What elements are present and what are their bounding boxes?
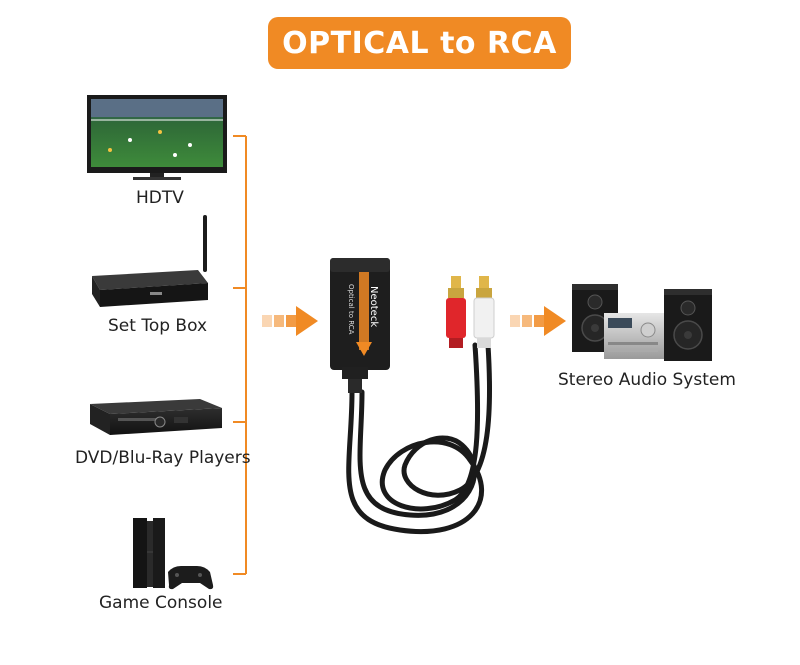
device-brand-text: Neoteck: [368, 286, 379, 327]
output-arrow: [510, 306, 566, 336]
title-banner: OPTICAL to RCA: [268, 17, 571, 69]
cables: [346, 342, 493, 534]
dvd-player-icon: [90, 399, 222, 435]
source-label-game-console: Game Console: [99, 593, 223, 613]
device-model-text: Optical to RCA: [347, 284, 355, 335]
source-bracket: [233, 135, 247, 575]
source-label-hdtv: HDTV: [136, 188, 184, 208]
output-label-stereo: Stereo Audio System: [558, 370, 736, 390]
game-console-icon: [133, 518, 214, 590]
source-label-dvd-player: DVD/Blu-Ray Players: [75, 448, 251, 468]
stereo-system-icon: [572, 284, 712, 361]
rca-white-plug-icon: [473, 276, 495, 348]
optical-to-rca-converter-icon: Optical to RCA Neoteck: [330, 258, 390, 393]
input-arrow: [262, 306, 318, 336]
set-top-box-icon: [92, 215, 208, 307]
page-title: OPTICAL to RCA: [282, 25, 557, 61]
source-label-set-top-box: Set Top Box: [108, 316, 208, 336]
rca-red-plug-icon: [446, 276, 466, 348]
hdtv-icon: [87, 95, 227, 180]
